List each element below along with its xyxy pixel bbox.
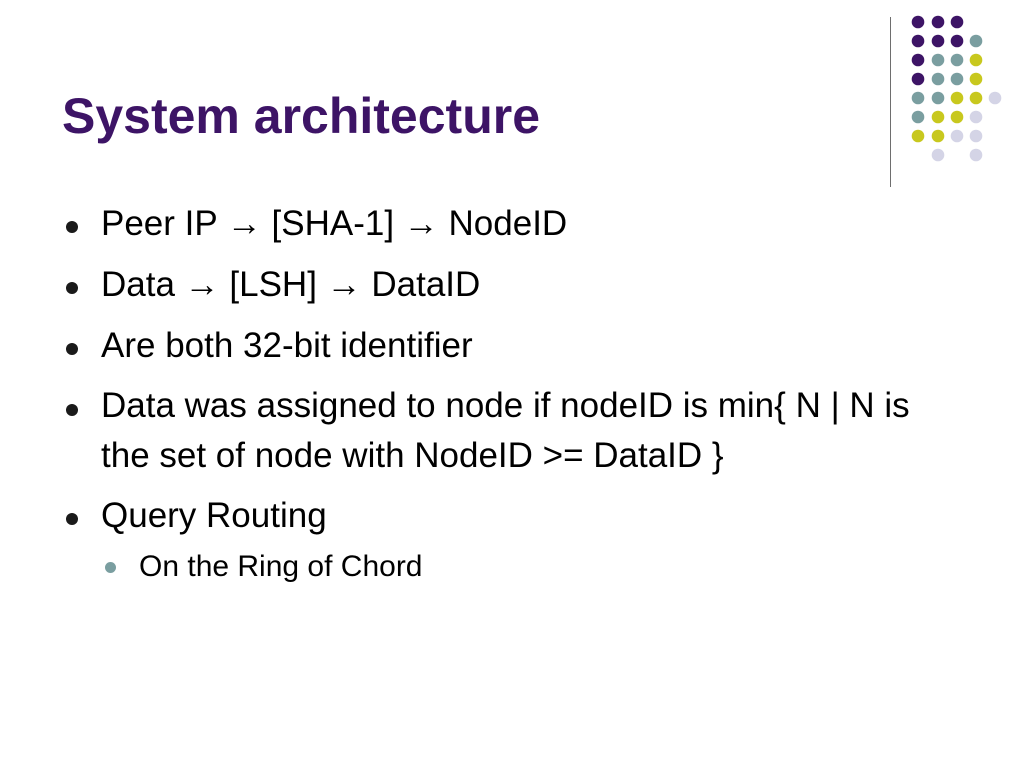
bullet-item: Peer IP → [SHA-1] → NodeID bbox=[0, 198, 1024, 250]
decorative-dot bbox=[950, 110, 964, 124]
decorative-dot bbox=[950, 34, 964, 48]
decorative-dot bbox=[911, 15, 925, 29]
decorative-dot bbox=[969, 53, 983, 67]
bullet-dot-icon bbox=[66, 282, 78, 294]
bullet-dot-icon bbox=[66, 513, 78, 525]
decorative-dot bbox=[931, 53, 945, 67]
decorative-dot bbox=[969, 110, 983, 124]
decorative-dot bbox=[988, 91, 1002, 105]
bullet-dot-icon bbox=[66, 404, 78, 416]
decorative-dot bbox=[911, 72, 925, 86]
decorative-dot bbox=[950, 15, 964, 29]
bullet-dot-icon bbox=[66, 343, 78, 355]
decorative-dot bbox=[950, 72, 964, 86]
decorative-dot bbox=[911, 110, 925, 124]
bullet-dot-icon bbox=[66, 221, 78, 233]
decorative-dot bbox=[931, 110, 945, 124]
decorative-dot bbox=[931, 34, 945, 48]
bullet-text: Data → [LSH] → DataID bbox=[101, 265, 481, 304]
bullet-item: Are both 32-bit identifier bbox=[0, 320, 1024, 372]
decorative-dot bbox=[950, 91, 964, 105]
decorative-dot bbox=[969, 148, 983, 162]
title-divider-line bbox=[890, 17, 891, 187]
decorative-dot bbox=[931, 72, 945, 86]
bullet-text: Peer IP → [SHA-1] → NodeID bbox=[101, 204, 568, 243]
slide-title: System architecture bbox=[62, 88, 541, 144]
decorative-dot bbox=[950, 129, 964, 143]
sub-bullet-dot-icon bbox=[105, 562, 116, 573]
bullet-list: Peer IP → [SHA-1] → NodeID Data → [LSH] … bbox=[0, 198, 1024, 587]
decorative-dot bbox=[931, 129, 945, 143]
decorative-dot bbox=[950, 53, 964, 67]
decorative-dot bbox=[911, 129, 925, 143]
bullet-item: Data → [LSH] → DataID bbox=[0, 259, 1024, 311]
decorative-dot bbox=[969, 91, 983, 105]
decorative-dot bbox=[969, 129, 983, 143]
decorative-dot bbox=[969, 34, 983, 48]
decorative-dot bbox=[931, 91, 945, 105]
decorative-dot bbox=[911, 91, 925, 105]
decorative-dot bbox=[969, 72, 983, 86]
bullet-item: Query Routing bbox=[0, 490, 1024, 542]
decorative-dot bbox=[911, 53, 925, 67]
decorative-dot bbox=[931, 15, 945, 29]
sub-bullet-text: On the Ring of Chord bbox=[139, 550, 423, 583]
bullet-text: Are both 32-bit identifier bbox=[101, 326, 473, 365]
bullet-text: Query Routing bbox=[101, 496, 327, 535]
decorative-dot bbox=[911, 34, 925, 48]
decorative-dot bbox=[931, 148, 945, 162]
sub-bullet-item: On the Ring of Chord bbox=[0, 547, 1024, 587]
bullet-item: Data was assigned to node if nodeID is m… bbox=[0, 381, 1024, 481]
bullet-text: Data was assigned to node if nodeID is m… bbox=[101, 386, 910, 475]
